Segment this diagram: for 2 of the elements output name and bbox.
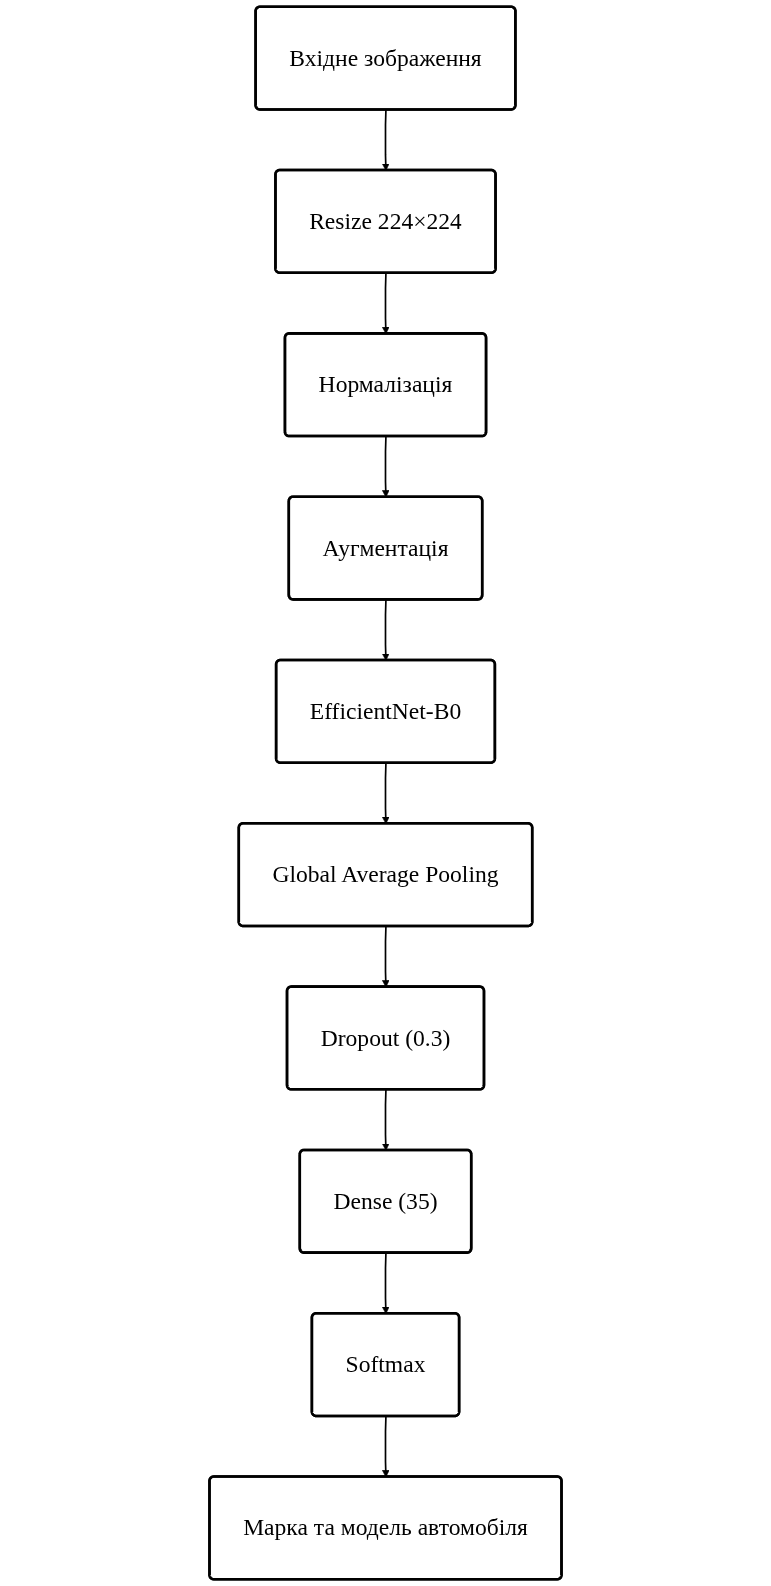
arrow [382, 1252, 390, 1314]
arrow [382, 109, 390, 171]
